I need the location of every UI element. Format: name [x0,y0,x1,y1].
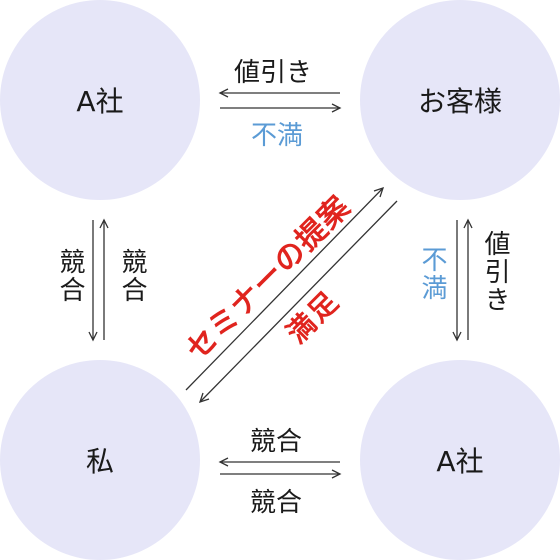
arrow-diagonal-upper [185,187,384,391]
label-right-right: 値引き [480,230,510,314]
label-left-right: 競合 [117,248,147,304]
node-a-company-top: A社 [0,0,200,200]
arrowhead-top-lower [331,103,342,113]
node-me: 私 [0,360,200,560]
arrowhead-right-right [463,218,473,229]
node-customer: お客様 [360,0,560,200]
label-top-lower: 不満 [251,121,304,151]
node-label: 私 [85,445,114,478]
label-right-left: 不満 [417,246,447,302]
node-label: A社 [76,85,124,118]
arrowhead-top-upper [218,88,229,98]
arrowhead-bottom-lower [331,469,342,479]
node-a-company-bottom: A社 [360,360,560,560]
arrowhead-left-left [88,331,98,342]
label-top-upper: 値引き [234,58,313,88]
label-bottom-upper: 競合 [250,427,303,457]
arrowhead-diagonal-upper [373,186,385,198]
node-label: A社 [436,445,484,478]
arrow-diagonal-lower [199,200,398,403]
arrowhead-bottom-upper [218,457,229,467]
label-bottom-lower: 競合 [250,488,303,518]
label-left-left: 競合 [55,248,85,304]
node-label: お客様 [417,85,502,118]
arrowhead-right-left [452,331,462,342]
arrowhead-left-right [99,218,109,229]
arrowhead-diagonal-lower [198,392,210,404]
